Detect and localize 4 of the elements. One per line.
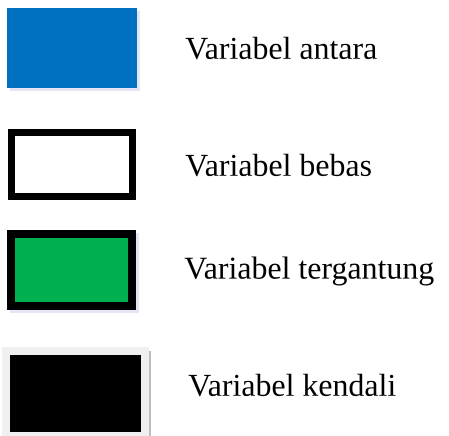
legend-label: Variabel tergantung: [184, 256, 434, 286]
legend-label: Variabel bebas: [186, 154, 371, 176]
legend-label: Variabel kendali: [188, 374, 396, 396]
legend-label: Variabel antara: [186, 36, 377, 60]
